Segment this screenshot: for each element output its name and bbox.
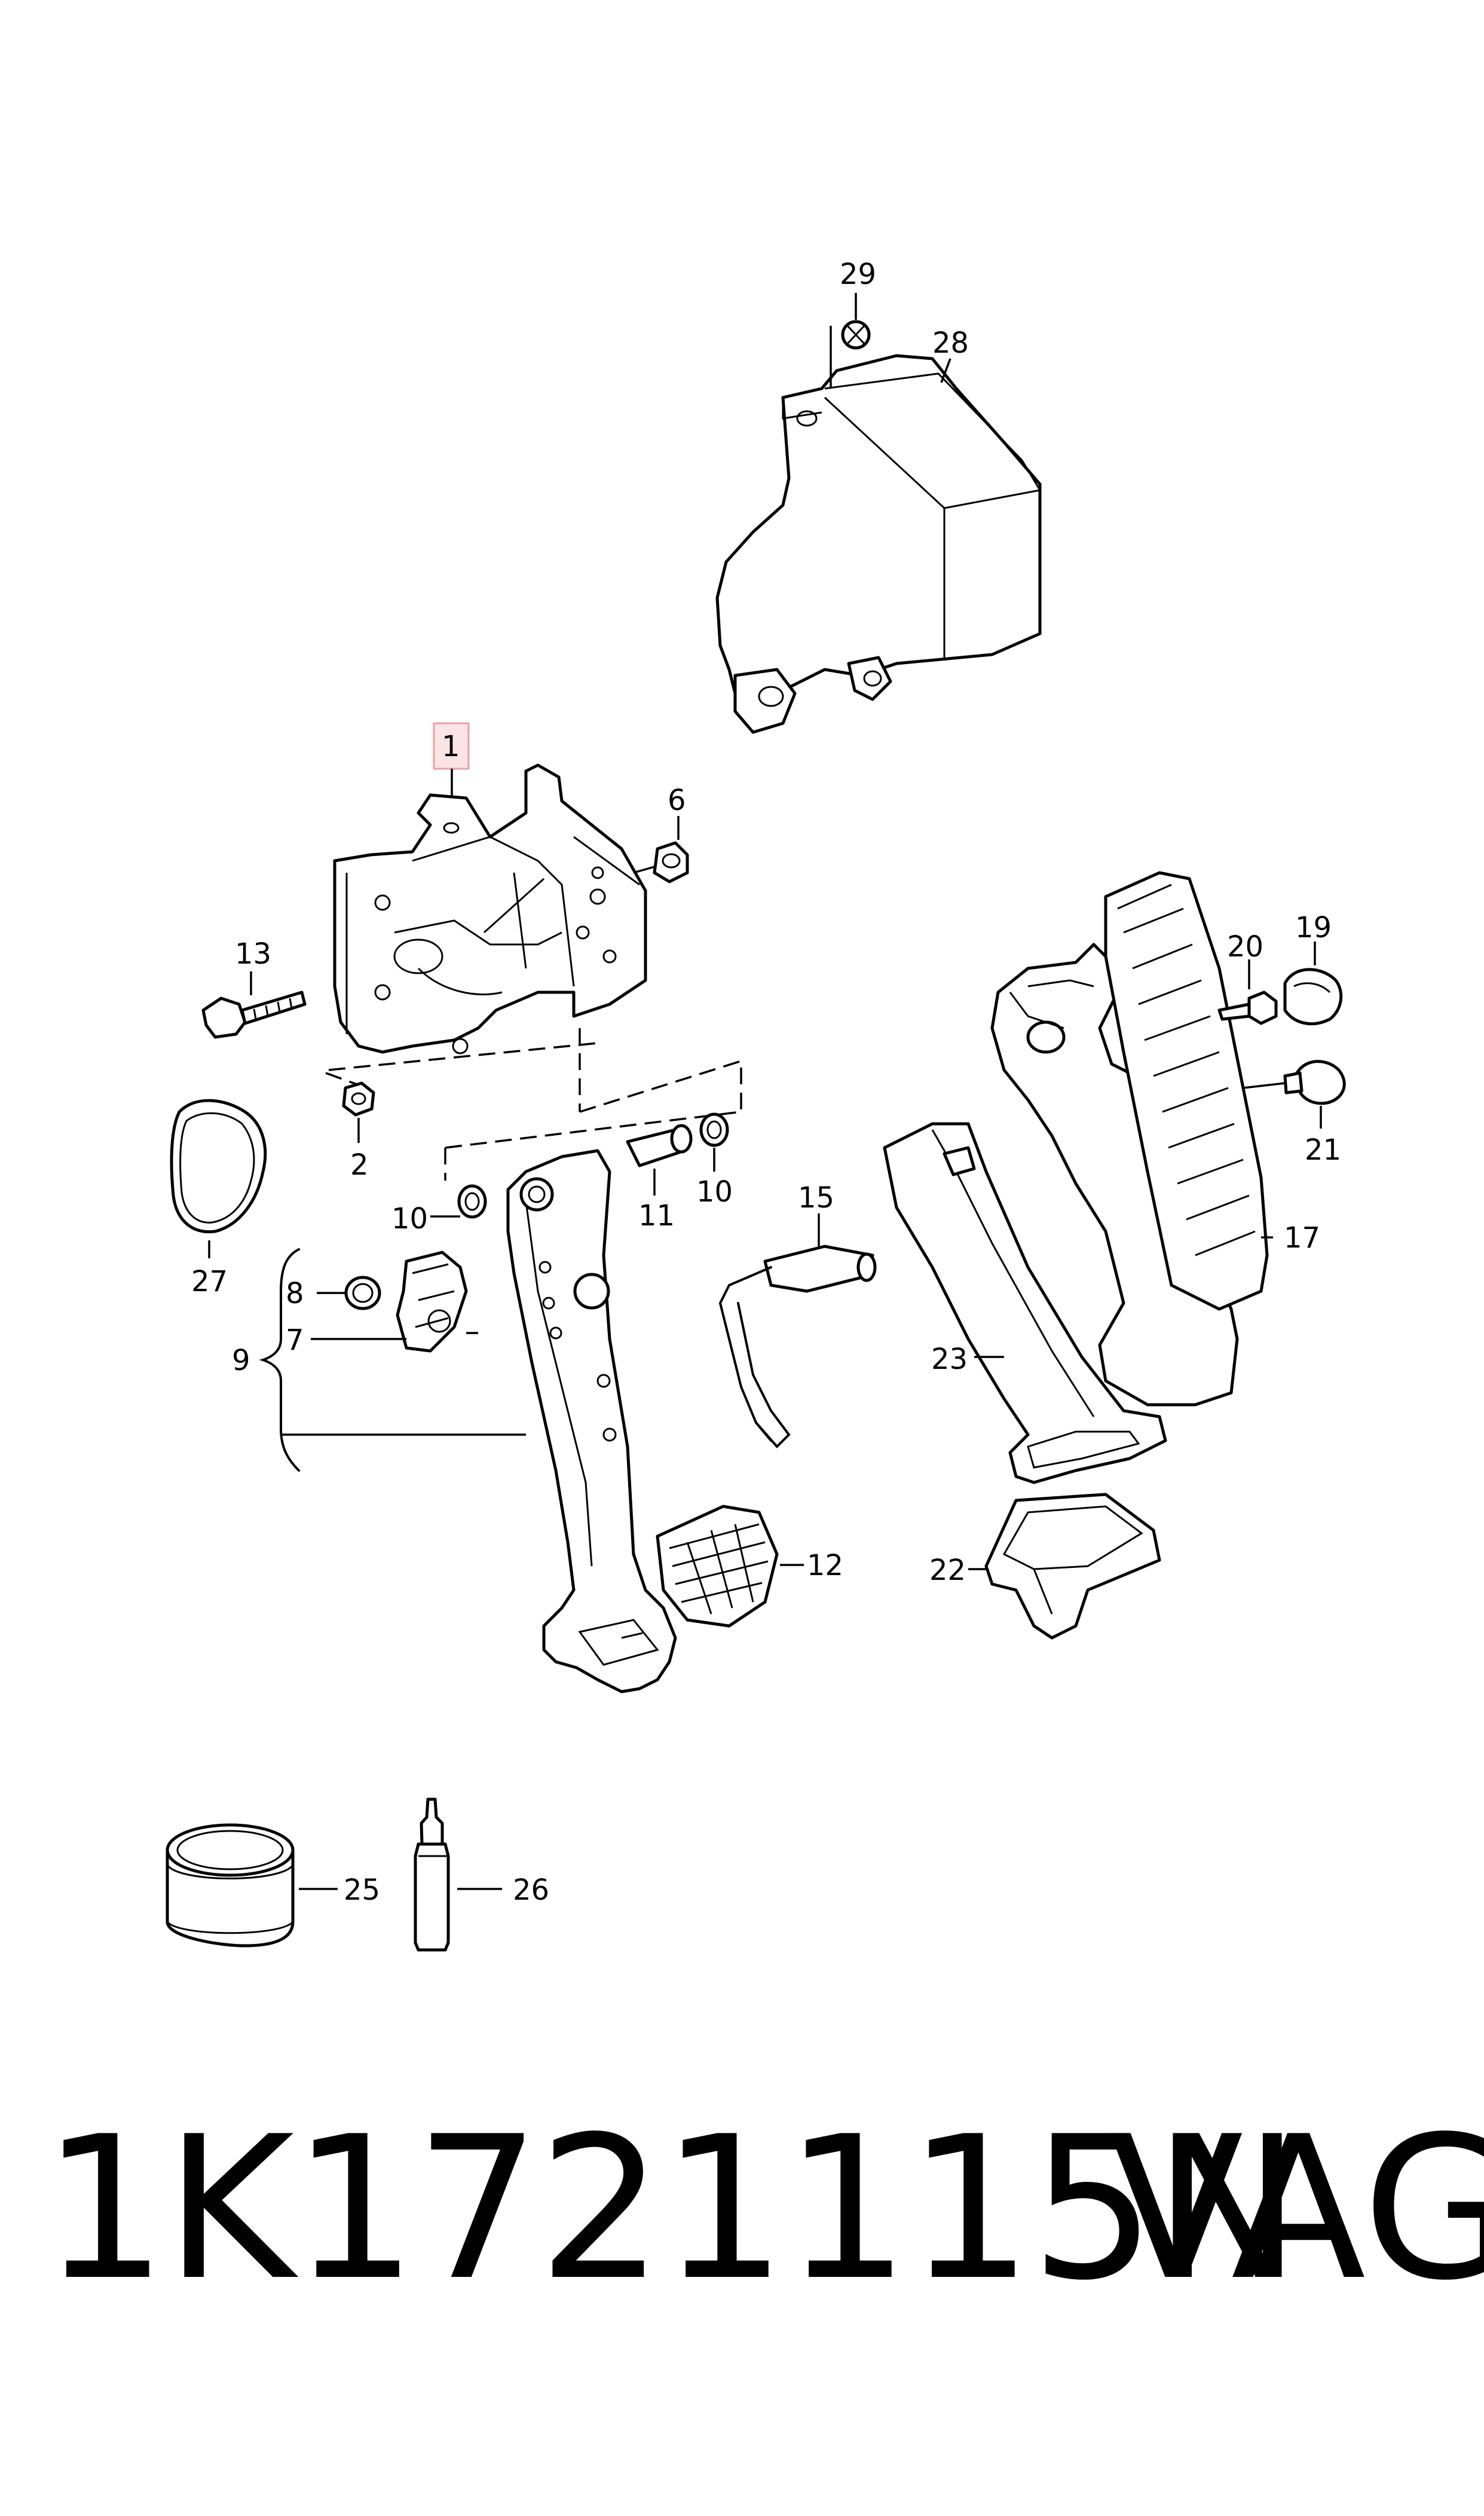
part-25-sleeve: 25 <box>166 1823 380 1948</box>
callout-17: 17 <box>1284 1221 1320 1255</box>
callout-12: 12 <box>807 1549 843 1582</box>
part-8-ring: 8 <box>286 1276 381 1310</box>
callout-10-left: 10 <box>391 1202 428 1236</box>
part-number: 1K1721115N <box>42 2094 1301 2324</box>
part-15-rod: 15 <box>718 1181 877 1448</box>
part-11-tube: 11 <box>626 1124 693 1233</box>
part-26-grease-bottle: 26 <box>414 1797 549 1952</box>
leader-28 <box>940 358 951 383</box>
part-10-bushing-left: 10 <box>391 1184 487 1236</box>
callout-11: 11 <box>638 1199 675 1233</box>
part-29-clip <box>830 293 871 389</box>
part-6-nut: 6 <box>633 784 689 883</box>
callout-7: 7 <box>286 1323 304 1357</box>
part-10-bushing-right: 10 <box>696 1112 733 1209</box>
callout-28: 28 <box>932 326 969 360</box>
assembly-guide-lines <box>328 1028 742 1181</box>
callout-9: 9 <box>232 1344 250 1377</box>
part-22-housing: 22 <box>929 1493 1161 1640</box>
callout-1-highlight: 1 <box>433 722 470 798</box>
part-20-screw: 20 <box>1217 930 1278 1025</box>
callout-29: 29 <box>840 258 876 291</box>
callout-8: 8 <box>286 1277 304 1310</box>
callout-26: 26 <box>513 1873 549 1907</box>
part-27-seal: 27 <box>170 1099 267 1298</box>
part-13-bolt: 13 <box>201 937 307 1039</box>
part-17-accelerator-pedal: 17 <box>990 871 1320 1407</box>
brake-pedal-arm <box>506 1149 677 1693</box>
callout-23: 23 <box>931 1343 968 1376</box>
callout-13: 13 <box>235 937 271 971</box>
part-19-cap: 19 <box>1283 911 1343 1026</box>
callout-15: 15 <box>798 1181 834 1215</box>
callout-6: 6 <box>668 784 686 817</box>
callout-27: 27 <box>191 1265 228 1298</box>
callout-25: 25 <box>344 1873 380 1907</box>
part-2-nut: 2 <box>325 1072 375 1182</box>
callout-19: 19 <box>1295 911 1332 944</box>
part-7-spring-element: 7 <box>286 1251 468 1357</box>
callout-22: 22 <box>929 1554 966 1587</box>
part-21-stop: 21 <box>1243 1060 1346 1167</box>
callout-2: 2 <box>350 1148 369 1182</box>
callout-20: 20 <box>1227 930 1263 964</box>
part-12-pedal-pad: 12 <box>656 1505 843 1628</box>
part-1-pedal-bracket <box>333 763 647 1054</box>
callout-21: 21 <box>1305 1133 1341 1167</box>
brand-name: VAG <box>1109 2094 1484 2324</box>
part-28-cover <box>715 354 1042 734</box>
callout-10-right: 10 <box>696 1175 733 1209</box>
part-23-pedal-arm: 23 <box>883 1122 1167 1484</box>
callout-1: 1 <box>442 730 460 763</box>
bracket-9: 9 <box>232 1248 526 1472</box>
